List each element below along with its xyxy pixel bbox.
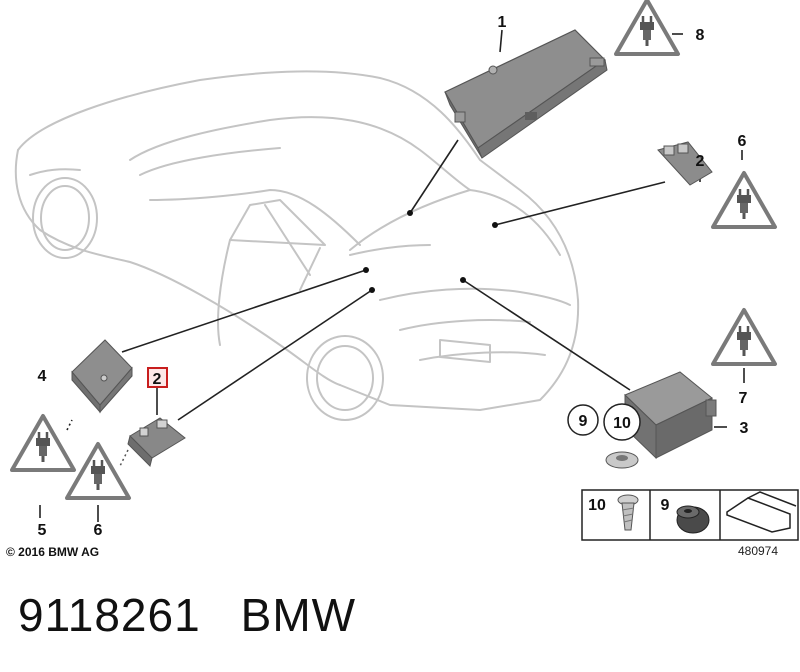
callout-9: 9 bbox=[579, 413, 588, 430]
leader-lines bbox=[39, 29, 745, 522]
callout-6-bottom: 6 bbox=[94, 522, 103, 539]
warning-triangle-plug-icon bbox=[711, 308, 777, 366]
callout-6-top: 6 bbox=[738, 133, 747, 150]
copyright: © 2016 BMW AG bbox=[6, 545, 99, 559]
callout-10-circle bbox=[603, 403, 641, 441]
warning-triangle-plug-icon bbox=[614, 0, 680, 56]
callout-2-top: 2 bbox=[696, 153, 705, 170]
warning-triangle-plug-icon bbox=[711, 171, 777, 229]
warning-triangle-plug-icon bbox=[65, 442, 131, 500]
callout-5: 5 bbox=[38, 522, 47, 539]
callout-2-highlighted: 2 bbox=[153, 371, 162, 388]
module-left bbox=[71, 339, 133, 414]
highlight-box bbox=[147, 367, 168, 388]
callout-10: 10 bbox=[613, 415, 631, 432]
connector-part-top bbox=[657, 141, 713, 186]
screw-icon bbox=[617, 494, 639, 531]
car-outline bbox=[14, 70, 580, 421]
legend-box: 10 9 bbox=[581, 489, 799, 541]
callout-8: 8 bbox=[696, 27, 705, 44]
grommet-icon bbox=[676, 505, 710, 534]
control-module bbox=[444, 29, 608, 159]
connector-part-bottom bbox=[119, 417, 186, 467]
callout-9-circle bbox=[567, 404, 599, 436]
legend-item-9: 9 bbox=[661, 497, 670, 514]
diagram-id: 480974 bbox=[738, 544, 778, 558]
callout-3: 3 bbox=[740, 420, 749, 437]
legend-item-10: 10 bbox=[588, 497, 606, 514]
part-number: 9118261 bbox=[18, 589, 201, 641]
callout-4: 4 bbox=[38, 368, 47, 385]
callout-1: 1 bbox=[498, 14, 507, 31]
callout-7: 7 bbox=[739, 390, 748, 407]
warning-triangle-plug-icon bbox=[10, 414, 76, 472]
footer: 9118261 BMW bbox=[18, 588, 396, 642]
brand: BMW bbox=[240, 589, 357, 641]
